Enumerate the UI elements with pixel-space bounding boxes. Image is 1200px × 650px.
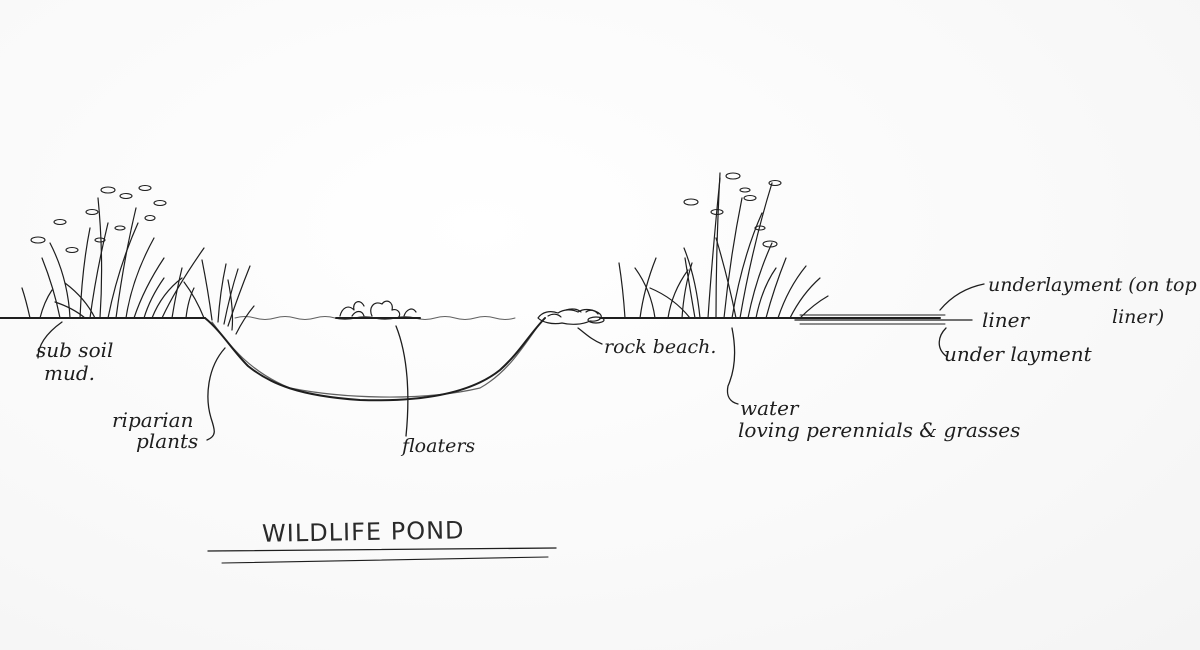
riparian-plants <box>183 259 255 335</box>
label-subsoil-line1: sub soil <box>36 338 114 362</box>
left-flower-heads <box>30 184 167 254</box>
leader-underlayment-bottom <box>938 327 947 357</box>
pond-basin <box>204 317 546 402</box>
label-riparian-line1: riparian <box>112 408 194 432</box>
leader-rock-beach <box>577 327 603 345</box>
water-loving-perennials <box>618 172 829 319</box>
rock-beach <box>537 308 605 325</box>
leader-floaters <box>395 325 409 437</box>
leader-riparian <box>206 347 226 441</box>
label-underlayment-top-line1: underlayment (on top of <box>988 274 1200 296</box>
label-underlayment-top-line2: liner) <box>1112 306 1165 328</box>
label-water-loving-line1: water <box>740 396 799 420</box>
leader-lines <box>37 283 985 441</box>
left-grasses <box>21 197 205 319</box>
floater-plants <box>335 300 421 319</box>
title-underline-2 <box>221 556 549 564</box>
label-riparian-line2: plants <box>136 429 199 453</box>
label-rock-beach: rock beach. <box>604 336 717 358</box>
title-underline-1 <box>207 547 557 552</box>
diagram-title: WILDLIFE POND <box>261 516 465 548</box>
leader-subsoil <box>37 321 63 359</box>
right-flower-heads <box>683 172 782 248</box>
leader-water-loving <box>726 327 739 405</box>
label-underlayment-bottom: under layment <box>944 342 1092 366</box>
label-subsoil-line2: mud. <box>44 361 96 385</box>
label-liner: liner <box>982 308 1030 332</box>
label-water-loving-line2: loving perennials & grasses <box>738 418 1021 442</box>
leader-underlayment-top <box>939 283 985 311</box>
label-floaters: floaters <box>402 435 476 457</box>
